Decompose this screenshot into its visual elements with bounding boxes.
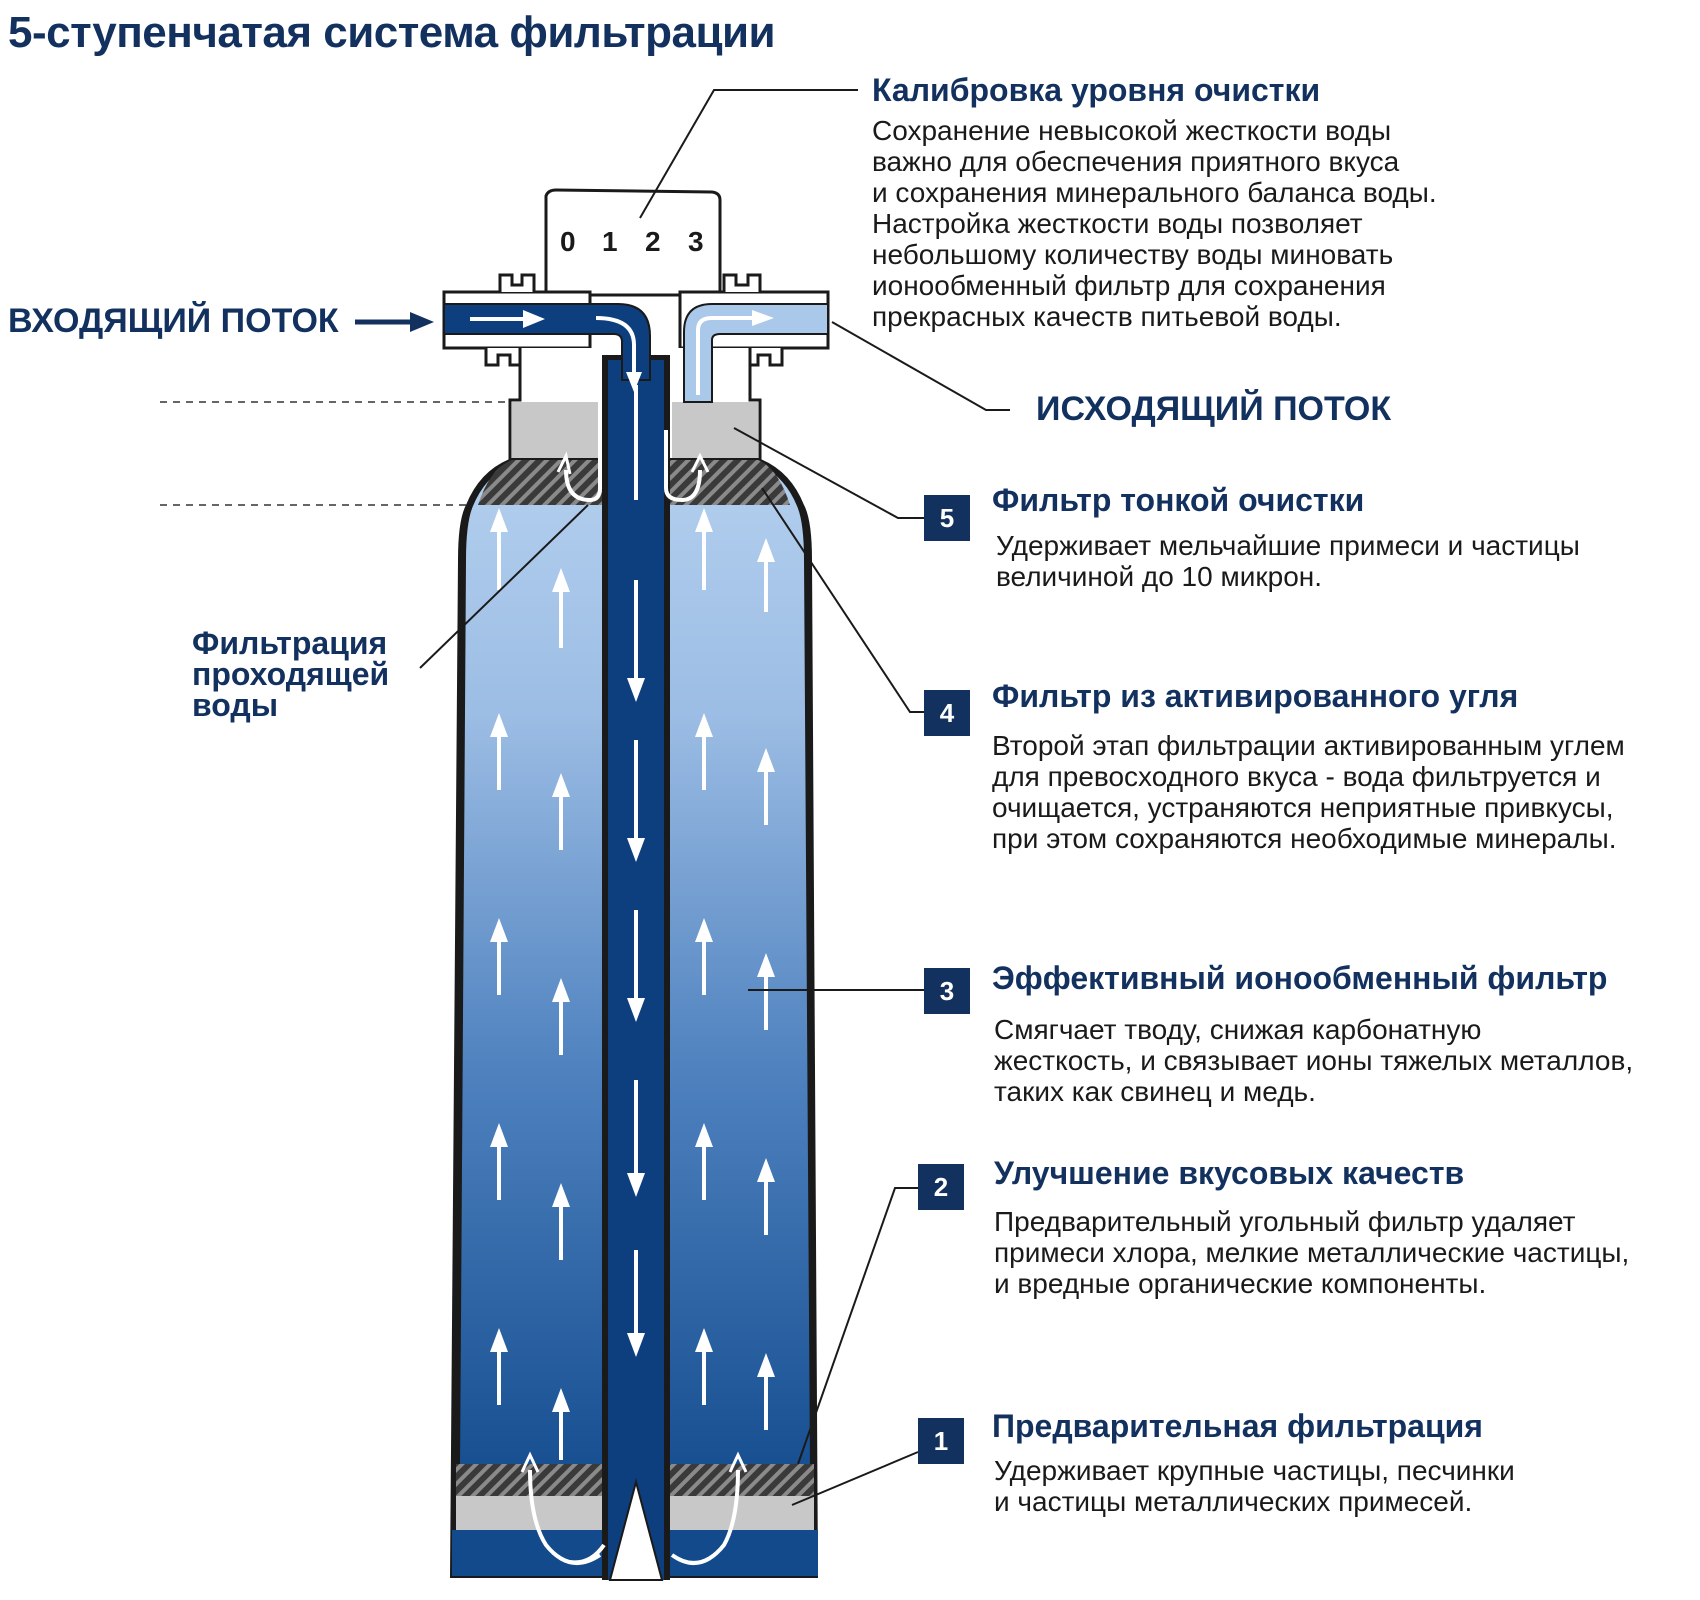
stage-2-text: Предварительный угольный фильтр удаляет … [994, 1206, 1630, 1299]
stage-4-text: Второй этап фильтрации активированным уг… [992, 730, 1625, 854]
pipe-arrows [470, 310, 774, 395]
stage-5-text: Удерживает мельчайшие примеси и частицы … [996, 530, 1580, 592]
stage-2-title: Улучшение вкусовых качеств [994, 1155, 1465, 1191]
outlet-pipe [683, 303, 829, 403]
stage-1-badge: 1 [918, 1418, 964, 1464]
inflow-arrow [355, 312, 434, 332]
stage-3-text: Смягчает тводу, снижая карбонатную жестк… [994, 1014, 1634, 1107]
dial-3: 3 [688, 226, 704, 257]
stage-4-badge: 4 [924, 690, 970, 736]
calibration-title: Калибровка уровня очистки [872, 72, 1321, 108]
tube-bottom-cone [608, 1478, 664, 1581]
stage-5-title: Фильтр тонкой очистки [992, 482, 1365, 518]
stage-5-badge: 5 [924, 495, 970, 541]
diagram-title: 5-ступенчатая система фильтрации [8, 8, 776, 57]
dial-1: 1 [602, 226, 618, 257]
dial-0: 0 [560, 226, 576, 257]
stage-4-title: Фильтр из активированного угля [992, 678, 1519, 714]
stage-1-text: Удерживает крупные частицы, песчинки и ч… [994, 1455, 1515, 1517]
dial-2: 2 [645, 226, 661, 257]
stage-3-title: Эффективный ионообменный фильтр [992, 960, 1608, 996]
leader-lines [419, 89, 1010, 1506]
inflow-label: ВХОДЯЩИЙ ПОТОК [8, 302, 339, 340]
top-curve-arrows [556, 430, 710, 503]
fine-filter-left [512, 402, 598, 458]
tube-down-arrows [627, 385, 645, 1357]
water-up-arrows [490, 508, 775, 1460]
filtration-label: Фильтрация проходящей воды [192, 625, 390, 723]
fine-filter-right [672, 402, 758, 458]
inlet-pipe [443, 303, 651, 381]
stage-1-title: Предварительная фильтрация [992, 1408, 1483, 1444]
outflow-label: ИСХОДЯЩИЙ ПОТОК [1036, 390, 1392, 428]
bottom-curve-arrows [520, 1451, 748, 1565]
calibration-text: Сохранение невысокой жесткости воды важн… [872, 115, 1437, 332]
stage-3-badge: 3 [924, 968, 970, 1014]
stage-2-badge: 2 [918, 1164, 964, 1210]
